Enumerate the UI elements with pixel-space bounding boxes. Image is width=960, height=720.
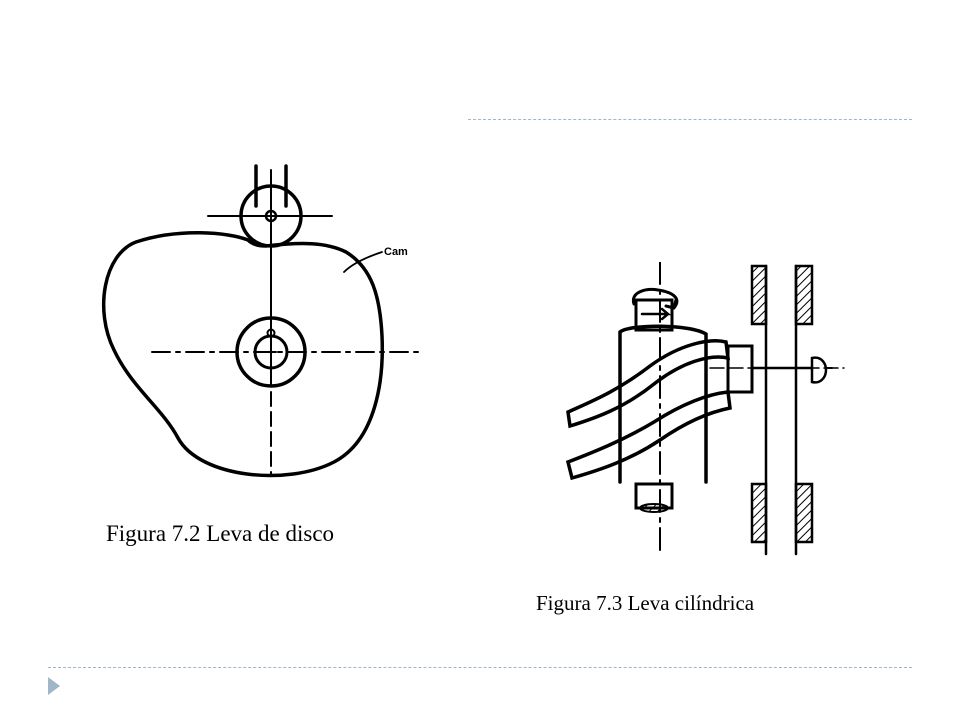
follower-block — [726, 344, 754, 394]
follower-nut — [810, 356, 828, 384]
cylinder-body — [618, 324, 708, 484]
rotation-arrow-icon — [631, 288, 679, 310]
triangle-right-icon[interactable] — [46, 675, 62, 697]
groove-flange-upper — [566, 339, 731, 429]
top-divider — [468, 119, 912, 120]
shaft-top — [634, 298, 674, 332]
disk-cam-diagram — [101, 164, 419, 478]
groove-flange-lower — [565, 390, 732, 481]
cam-profile — [101, 231, 385, 478]
follower-stem — [254, 164, 288, 208]
cam-part-label: Cam — [384, 246, 408, 258]
cam-label-leader — [343, 251, 383, 273]
guide-wall-left — [750, 264, 768, 556]
figure-7-2-caption: Figura 7.2 Leva de disco — [106, 521, 335, 546]
bottom-divider — [48, 667, 912, 668]
guide-wall-right — [794, 264, 814, 556]
figure-7-3-caption: Figura 7.3 Leva cilíndrica — [536, 591, 755, 615]
cylindrical-cam-diagram — [565, 262, 845, 556]
